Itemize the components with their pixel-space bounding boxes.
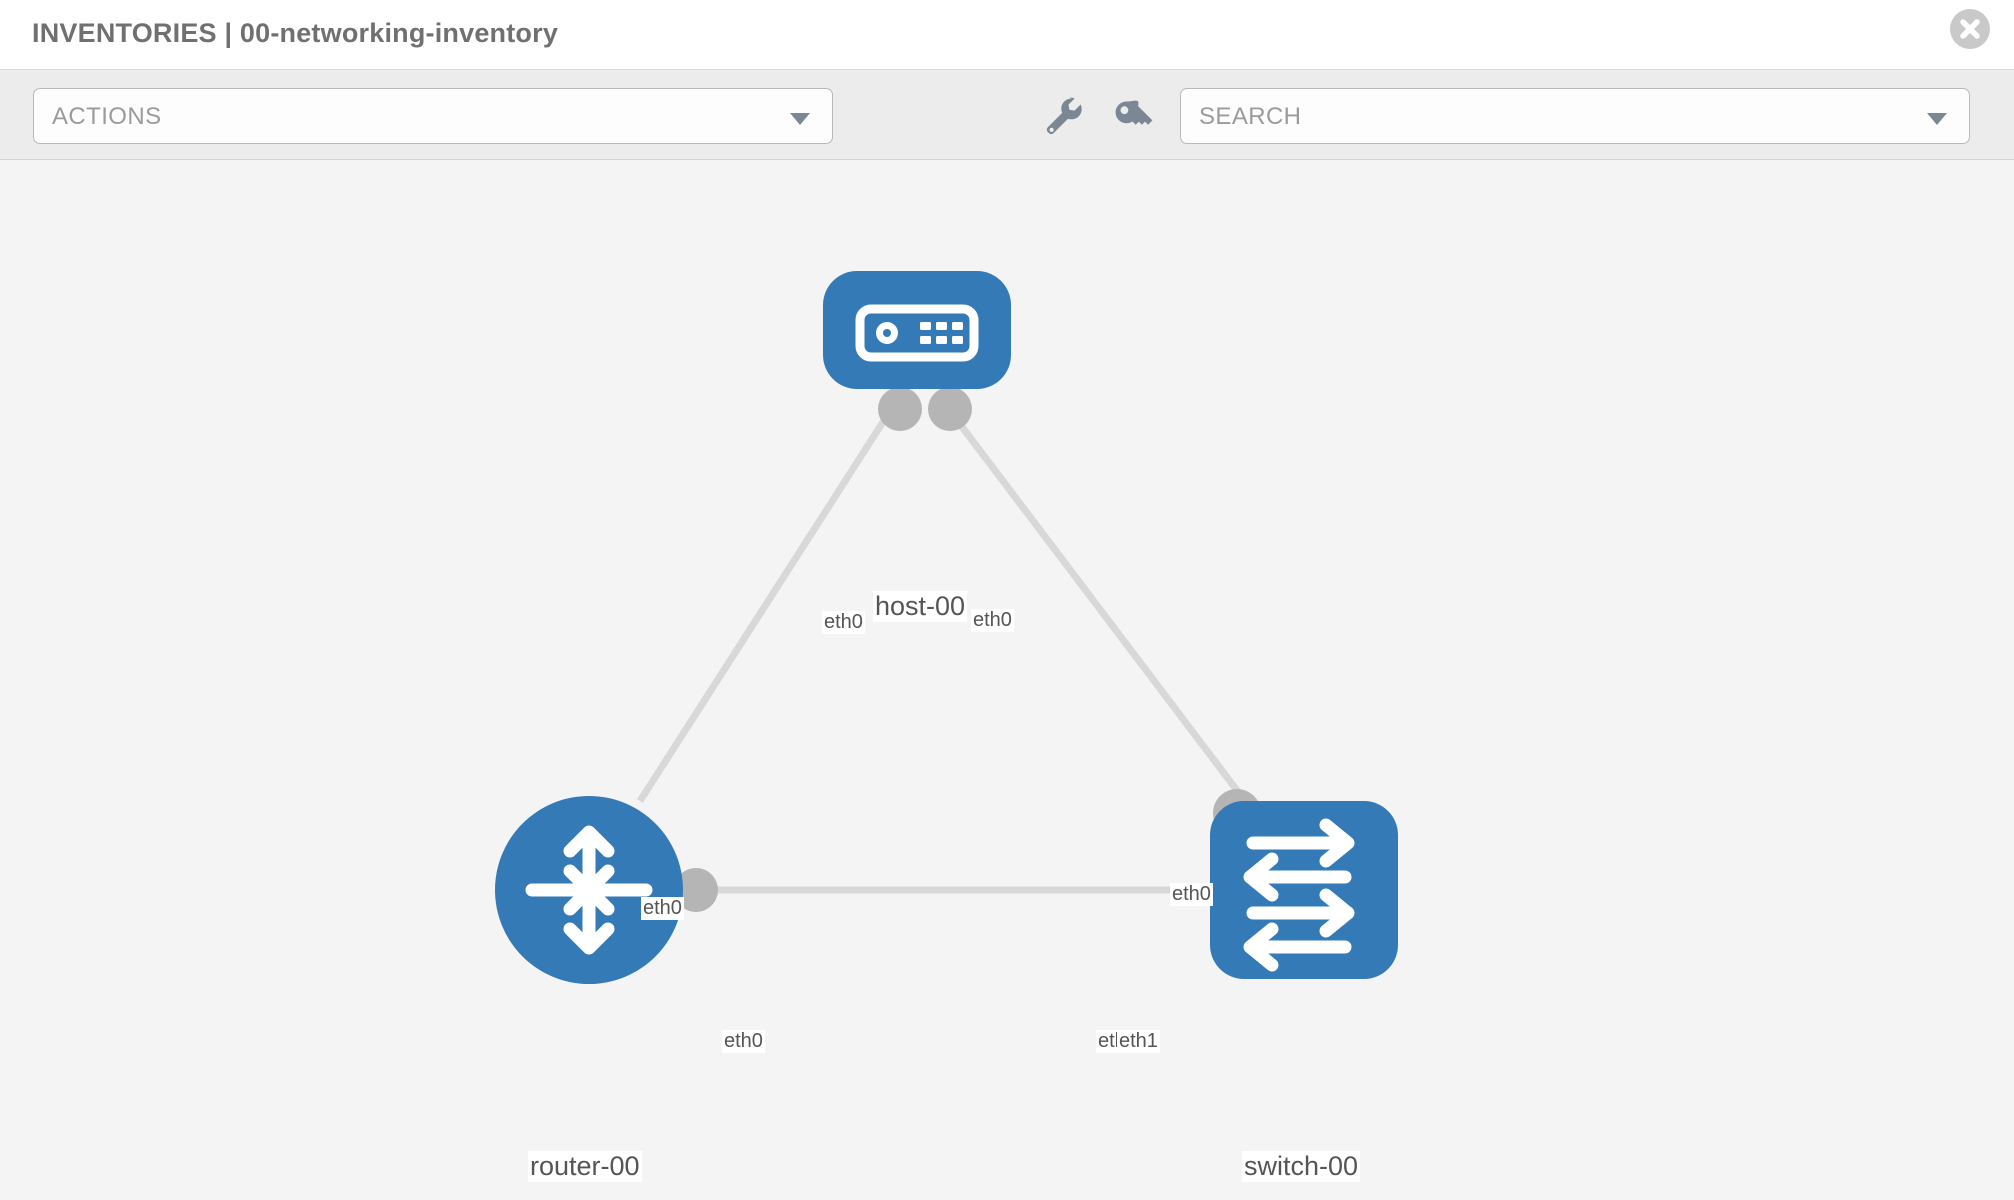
- edge-label-switch-to-host: eth0: [1170, 883, 1213, 906]
- edge-host-switch: [947, 408, 1248, 804]
- search-placeholder: SEARCH: [1199, 103, 1302, 130]
- edge-label-switch-to-router-overlap: etl: [1096, 1030, 1122, 1053]
- node-label-switch-00: switch-00: [1242, 1151, 1361, 1182]
- topology-graph: [495, 271, 1398, 984]
- key-icon[interactable]: [1108, 92, 1156, 140]
- toolbar: ACTIONS SEARCH: [0, 70, 2014, 160]
- node-router-00[interactable]: [495, 796, 683, 984]
- page-title: INVENTORIES | 00-networking-inventory: [32, 18, 559, 48]
- edge-connectors: [674, 387, 1261, 912]
- edge-label-host-to-switch: eth0: [971, 609, 1014, 632]
- actions-dropdown-label: ACTIONS: [52, 103, 162, 130]
- node-switch-00[interactable]: [1210, 801, 1398, 979]
- search-input[interactable]: SEARCH: [1180, 88, 1970, 144]
- edge-label-switch-to-router: eth1: [1117, 1030, 1160, 1053]
- node-host-00[interactable]: [823, 271, 1011, 389]
- edge-router-host: [637, 409, 893, 803]
- topology-canvas[interactable]: host-00 router-00 switch-00 eth0 eth0 et…: [0, 161, 2014, 1200]
- wrench-icon[interactable]: [1040, 92, 1088, 140]
- page-header: INVENTORIES | 00-networking-inventory: [0, 0, 2014, 70]
- node-label-router-00: router-00: [528, 1151, 642, 1182]
- actions-dropdown[interactable]: ACTIONS: [33, 88, 833, 144]
- edge-label-host-to-router: eth0: [822, 611, 865, 634]
- chevron-down-icon: [790, 113, 810, 125]
- edge-label-router-to-host: eth0: [641, 897, 684, 920]
- edge-label-router-to-switch: eth0: [722, 1030, 765, 1053]
- chevron-down-icon[interactable]: [1927, 113, 1947, 125]
- close-icon[interactable]: [1950, 9, 1990, 49]
- node-label-host-00: host-00: [873, 591, 968, 622]
